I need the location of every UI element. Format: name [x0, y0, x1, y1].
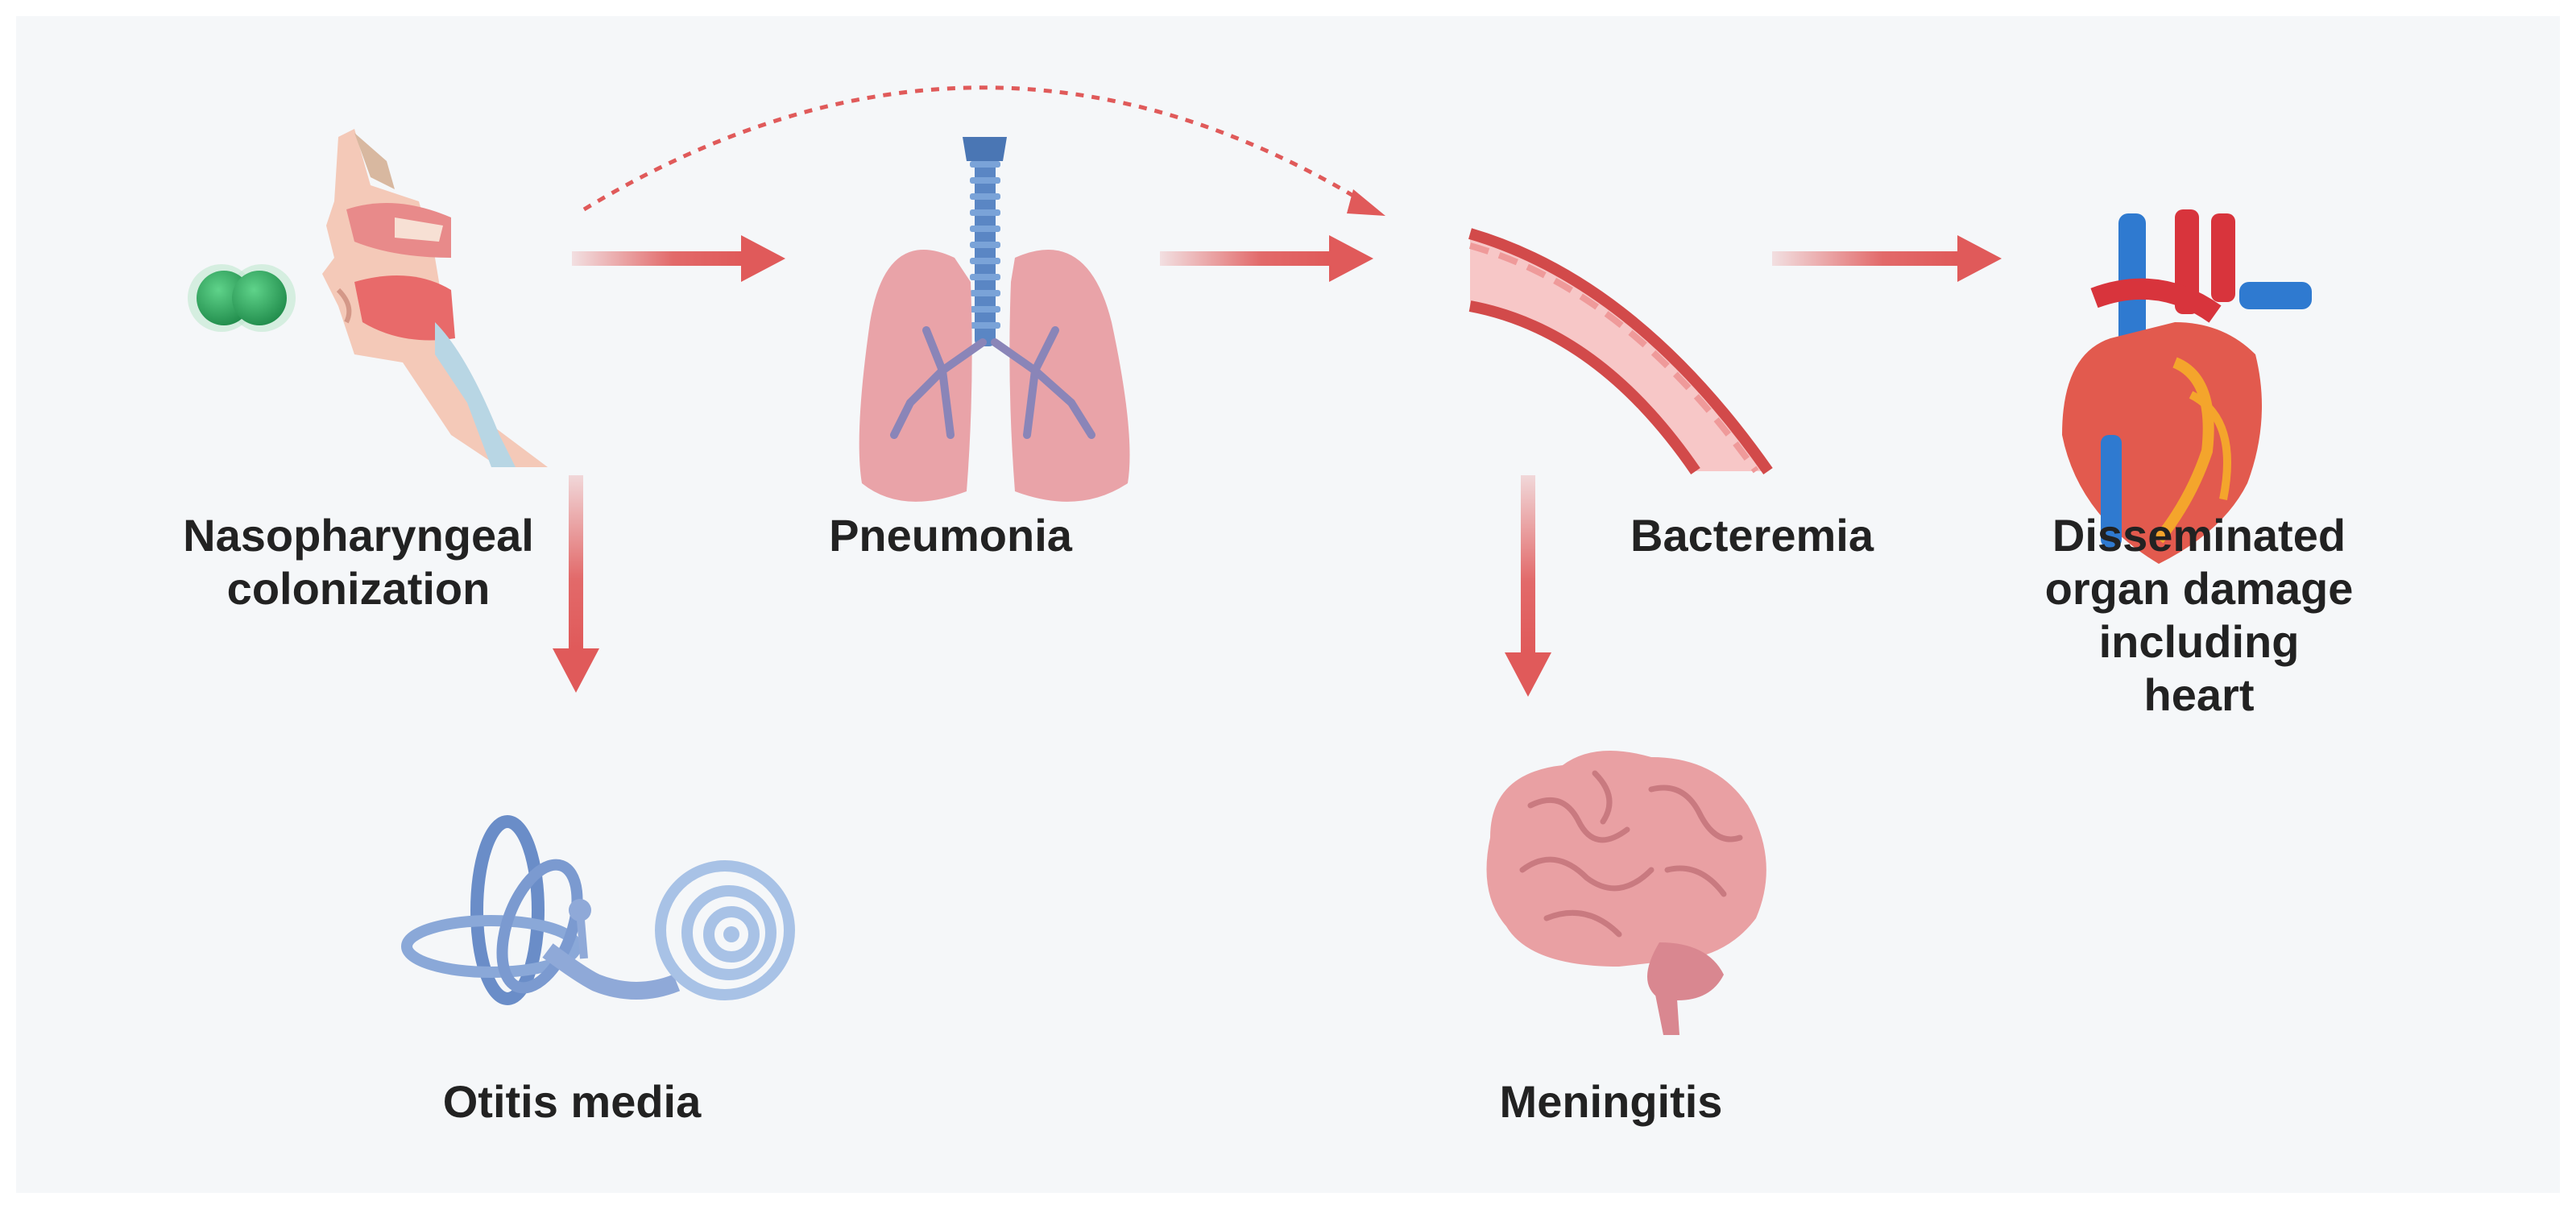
arrow-colonization-to-pneumonia: [572, 235, 785, 282]
arrow-bacteremia-to-meningitis: [1505, 475, 1551, 697]
diplococcus-icon: [188, 264, 296, 332]
label-bacteremia: Bacteremia: [1630, 510, 1874, 561]
arrow-bacteremia-to-heart: [1772, 235, 2002, 282]
lungs-icon: [859, 137, 1130, 502]
dotted-arrow-colonization-to-bacteremia: [582, 85, 1385, 216]
label-pneumonia: Pneumonia: [829, 510, 1072, 561]
nasopharynx-icon: [322, 129, 548, 467]
label-nasopharyngeal-colonization: Nasopharyngeal colonization: [183, 510, 534, 614]
heart-icon: [2062, 209, 2312, 564]
arrow-colonization-to-otitis: [553, 475, 599, 693]
label-disseminated-organ-damage: Disseminated organ damage including hear…: [2044, 510, 2354, 720]
label-otitis-media: Otitis media: [442, 1076, 702, 1127]
label-meningitis: Meningitis: [1499, 1076, 1723, 1127]
blood-vessel-icon: [1468, 228, 1773, 475]
diagram-canvas: Nasopharyngeal colonization Pneumonia Ba…: [16, 16, 2560, 1193]
inner-ear-icon: [401, 815, 795, 1005]
brain-icon: [1486, 751, 1766, 1035]
diagram-art: [188, 85, 2312, 1035]
arrow-pneumonia-to-bacteremia: [1160, 235, 1373, 282]
